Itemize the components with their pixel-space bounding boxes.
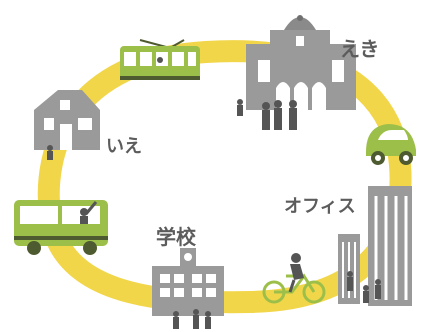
house-building	[34, 90, 100, 160]
office-label: オフィス	[284, 196, 356, 217]
office-people	[347, 271, 381, 303]
car-vehicle	[366, 124, 416, 165]
tram-vehicle	[120, 39, 200, 80]
station-building	[246, 15, 356, 110]
home-label: いえ	[106, 136, 142, 157]
school-children	[173, 309, 211, 329]
school-building	[152, 248, 224, 316]
station-label: えき	[340, 37, 379, 61]
cyclist	[262, 253, 326, 304]
bus-vehicle	[14, 200, 108, 255]
school-label: 学校	[156, 225, 197, 249]
station-people	[237, 99, 297, 130]
